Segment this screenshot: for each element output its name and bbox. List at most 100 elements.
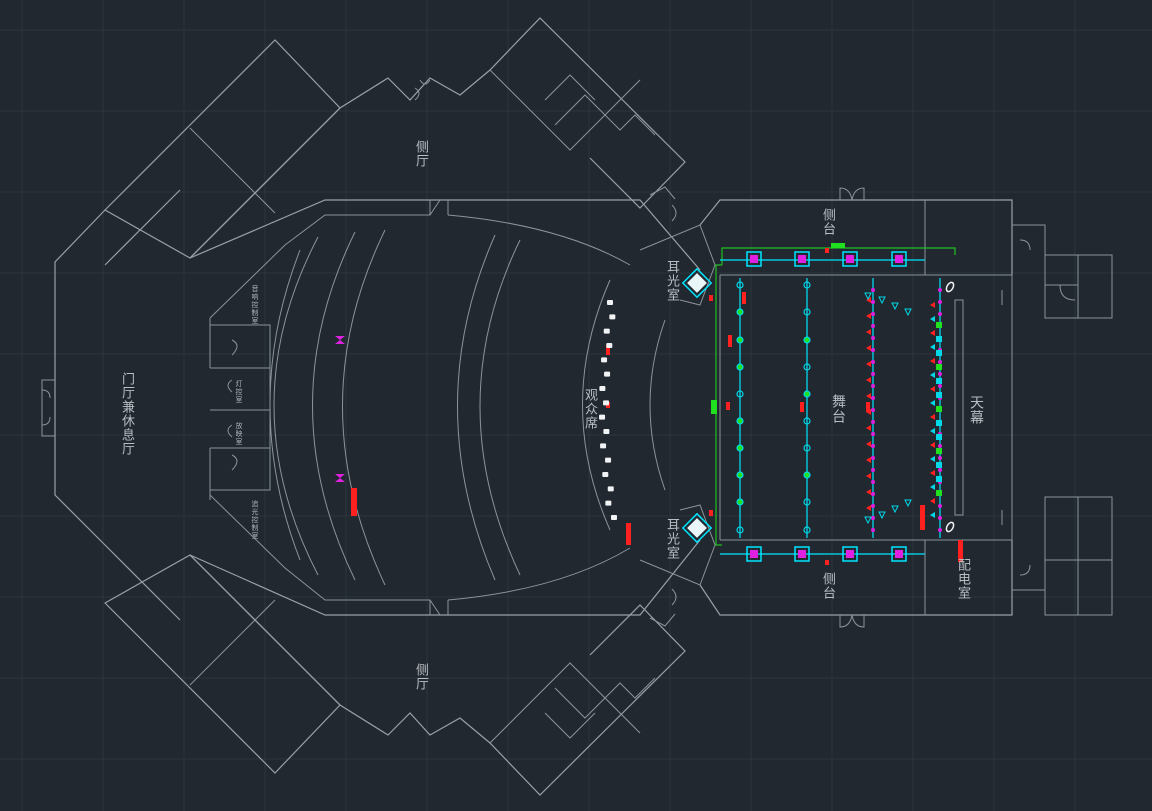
spotlight-icon: [866, 313, 871, 319]
ear-light-bottom-label: 耳光室: [664, 518, 679, 560]
spotlight-icon: [871, 528, 875, 532]
spotlight-icon: [871, 288, 875, 292]
spotlight-icon: [930, 512, 935, 518]
moving-head-icon: [936, 336, 942, 342]
spotlight-icon: [803, 444, 811, 452]
spotlight-icon: [945, 281, 955, 293]
spotlight-icon: [930, 484, 935, 490]
spotlight-icon: [871, 324, 875, 328]
spotlight-icon: [866, 297, 871, 303]
spotlight-icon: [930, 386, 935, 392]
spotlight-icon: [866, 393, 871, 399]
spotlight-icon: [803, 526, 811, 534]
follow-spot-icon: [866, 402, 870, 412]
spotlight-icon: [938, 300, 942, 304]
side-hall-bottom-label: 侧厅: [413, 663, 428, 691]
spotlight-icon: [803, 281, 811, 289]
lobby-label: 门厅兼休息厅: [119, 372, 134, 456]
audience-seats-label: 观众席: [582, 388, 597, 430]
spotlight-icon: [607, 300, 613, 305]
spotlight-icon: [599, 386, 606, 391]
spotlight-icon: [866, 345, 871, 351]
spotlight-icon: [866, 377, 871, 383]
moving-head-icon: [936, 406, 942, 412]
spotlight-icon: [736, 281, 744, 289]
spotlight-icon: [930, 456, 935, 462]
spotlight-icon: [871, 348, 875, 352]
spotlight-icon: [871, 312, 875, 316]
spotlight-icon: [606, 343, 613, 348]
spotlight-icon: [736, 336, 744, 344]
spotlight-icon: [871, 432, 875, 436]
spotlight-icon: [871, 420, 875, 424]
spotlight-icon: [930, 302, 935, 308]
spotlight-icon: [866, 505, 871, 511]
stage-label: 舞台: [830, 394, 846, 424]
side-hall-top-label: 侧厅: [413, 140, 428, 168]
spotlight-icon: [938, 372, 942, 376]
moving-head-icon: [936, 350, 942, 356]
spotlight-icon: [904, 499, 912, 508]
ear-light-top-label: 耳光室: [664, 260, 679, 302]
spotlight-icon: [878, 511, 886, 520]
spotlight-icon: [871, 336, 875, 340]
spotlight-icon: [866, 361, 871, 367]
spotlight-icon: [736, 444, 744, 452]
spotlight-icon: [866, 457, 871, 463]
spotlight-icon: [803, 498, 811, 506]
moving-head-icon: [936, 462, 942, 468]
spotlight-icon: [736, 498, 744, 506]
lighting-fixtures: [335, 248, 963, 565]
moving-head-icon: [936, 364, 942, 370]
spotlight-icon: [930, 498, 935, 504]
moving-head-icon: [936, 378, 942, 384]
spotlight-icon: [871, 516, 875, 520]
spotlight-icon: [871, 492, 875, 496]
follow-spot-icon: [958, 540, 963, 562]
spotlight-icon: [938, 288, 942, 292]
speaker-icon: [681, 512, 713, 544]
moving-head-icon: [936, 448, 942, 454]
spotlight-icon: [891, 302, 899, 311]
spotlight-icon: [938, 312, 942, 316]
spotlight-icon: [605, 500, 612, 506]
spotlight-icon: [803, 417, 811, 425]
spotlight-icon: [871, 372, 875, 376]
spotlight-icon: [871, 468, 875, 472]
spotlight-icon: [866, 329, 871, 335]
spotlight-icon: [871, 456, 875, 460]
moving-head-icon: [891, 251, 907, 267]
spotlight-icon: [736, 417, 744, 425]
room-a-label: 音响控制室: [251, 285, 259, 325]
spotlight-icon: [866, 441, 871, 447]
moving-head-icon: [842, 251, 858, 267]
spotlight-icon: [866, 425, 871, 431]
spotlight-icon: [736, 526, 744, 534]
follow-spot-icon: [606, 345, 610, 355]
moving-head-icon: [746, 251, 762, 267]
follow-spot-icon: [825, 560, 829, 565]
follow-spot-icon: [728, 335, 732, 347]
spotlight-icon: [871, 384, 875, 388]
moving-head-icon: [794, 546, 810, 562]
spotlight-icon: [930, 358, 935, 364]
moving-head-icon: [842, 546, 858, 562]
spotlight-icon: [603, 400, 610, 406]
spotlight-icon: [930, 428, 935, 434]
follow-spot-icon: [726, 402, 730, 410]
spotlight-icon: [938, 360, 942, 364]
moving-head-icon: [794, 251, 810, 267]
spotlight-icon: [938, 516, 942, 520]
spotlight-icon: [600, 443, 607, 449]
spotlight-icon: [611, 515, 617, 520]
spotlight-icon: [736, 471, 744, 479]
spotlight-icon: [736, 390, 744, 398]
spotlight-icon: [938, 468, 942, 472]
spotlight-icon: [891, 505, 899, 514]
spotlight-icon: [803, 363, 811, 371]
spotlight-icon: [803, 471, 811, 479]
moving-head-icon: [746, 546, 762, 562]
